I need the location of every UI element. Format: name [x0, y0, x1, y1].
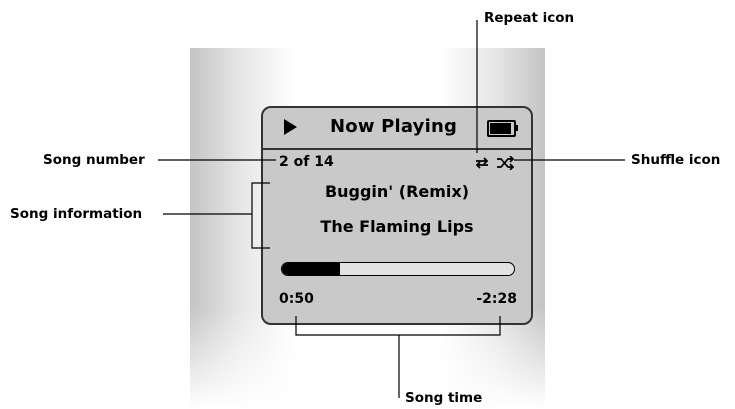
callout-song-time: Song time	[405, 390, 483, 406]
remaining-time: -2:28	[476, 291, 517, 307]
shuffle-icon	[497, 156, 515, 170]
song-title: Buggin' (Remix)	[324, 182, 470, 201]
callout-repeat-icon: Repeat icon	[484, 10, 575, 26]
song-number: 2 of 14	[279, 154, 334, 170]
song-info-bracket	[251, 182, 270, 249]
callout-song-information: Song information	[10, 206, 143, 222]
song-artist: The Flaming Lips	[320, 217, 474, 236]
play-icon	[284, 119, 297, 135]
callout-song-number: Song number	[43, 152, 145, 168]
callout-shuffle-icon: Shuffle icon	[631, 152, 721, 168]
repeat-icon	[475, 157, 489, 169]
battery-icon	[487, 120, 518, 137]
song-time-bracket	[295, 316, 501, 336]
elapsed-time: 0:50	[279, 291, 314, 307]
screen-title: Now Playing	[330, 116, 458, 137]
ipod-screen: Now Playing 2 of 14 Buggin' (Remix) The …	[261, 106, 533, 325]
progress-fill	[282, 263, 340, 275]
progress-bar	[281, 262, 515, 276]
title-bar: Now Playing	[263, 108, 531, 150]
